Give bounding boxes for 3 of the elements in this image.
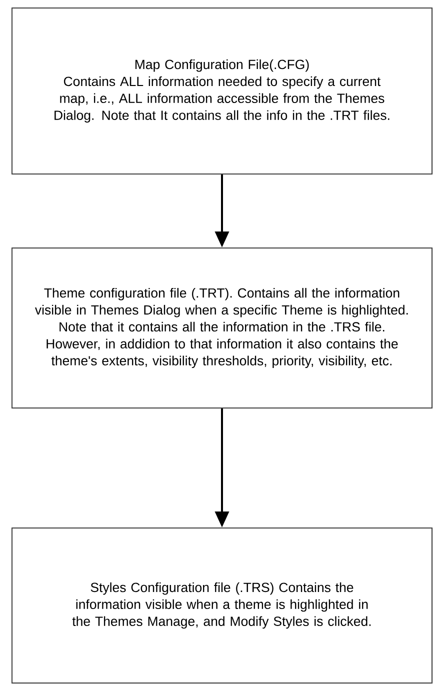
process-box: Styles Configuration file (.TRS) Contains the information visible when a theme is highlighted in the Themes Manage, and Modify Styles is clicked. bbox=[12, 528, 432, 684]
process-box: Theme configuration file (.TRT). Contains all the information visible in Themes Dialog when a specific Theme is highlighted. Note that it contains all the information in the .TRS file. However, in addidion to that information it also contains the theme's extents, visibility thresholds, priority, visibility, etc. bbox=[12, 248, 432, 408]
process-box: Map Configuration File(.CFG) Contains ALL information needed to specify a current map, i.e., ALL information accessible from the Themes Dialog. Note that It contains all the info in the .TRT files. bbox=[12, 8, 432, 174]
